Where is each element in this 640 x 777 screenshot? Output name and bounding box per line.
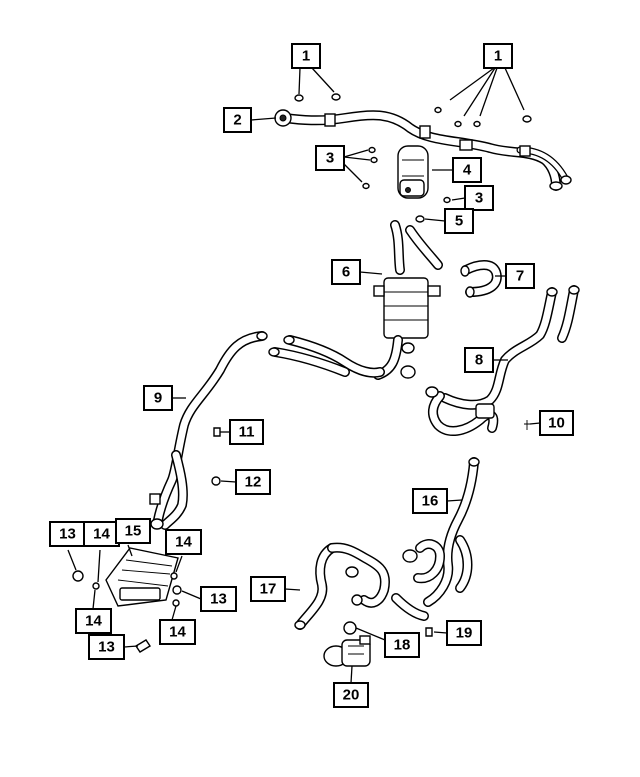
callout-label: 14 <box>93 526 110 543</box>
fasteners-11-12 <box>211 427 221 486</box>
lower-hoses-16-17 <box>294 457 480 637</box>
callout-14-top-right: 14 <box>165 529 202 555</box>
callout-4: 4 <box>452 157 482 183</box>
callout-15: 15 <box>115 518 151 544</box>
callout-5: 5 <box>444 208 474 234</box>
callout-label: 8 <box>475 352 483 369</box>
callout-label: 14 <box>169 624 186 641</box>
right-hose-part-8 <box>425 285 580 436</box>
callout-label: 13 <box>59 526 76 543</box>
long-hose-part-9 <box>149 331 385 530</box>
callout-label: 19 <box>456 625 473 642</box>
callout-label: 7 <box>516 268 524 285</box>
callout-3-upper: 3 <box>315 145 345 171</box>
callout-label: 1 <box>302 48 310 65</box>
callout-label: 14 <box>85 613 102 630</box>
callout-label: 17 <box>260 581 277 598</box>
callout-13-right: 13 <box>200 586 237 612</box>
callout-9: 9 <box>143 385 173 411</box>
callout-label: 14 <box>175 534 192 551</box>
callout-label: 18 <box>394 637 411 654</box>
callout-label: 9 <box>154 390 162 407</box>
canister-part-4 <box>362 145 451 223</box>
callout-label: 12 <box>245 474 262 491</box>
callout-8: 8 <box>464 347 494 373</box>
upper-hose-assembly <box>274 93 572 191</box>
callout-label: 15 <box>125 523 142 540</box>
callout-6: 6 <box>331 259 361 285</box>
callout-13-left: 13 <box>49 521 86 547</box>
callout-14-top-left: 14 <box>83 521 120 547</box>
callout-label: 3 <box>326 150 334 167</box>
callout-label: 20 <box>343 687 360 704</box>
pump-part-20 <box>323 635 371 667</box>
callout-3-lower: 3 <box>464 185 494 211</box>
callout-label: 13 <box>210 591 227 608</box>
callout-label: 13 <box>98 639 115 656</box>
leader-lines <box>67 67 541 684</box>
small-hose-part-7 <box>460 260 502 298</box>
callout-1-left: 1 <box>291 43 321 69</box>
callout-17: 17 <box>250 576 286 602</box>
callout-13-bottom: 13 <box>88 634 125 660</box>
callout-14-bottom-right: 14 <box>159 619 196 645</box>
callout-label: 1 <box>494 48 502 65</box>
callout-7: 7 <box>505 263 535 289</box>
callout-label: 10 <box>548 415 565 432</box>
callout-19: 19 <box>446 620 482 646</box>
central-assembly-part-6 <box>373 220 443 380</box>
callout-10: 10 <box>539 410 574 436</box>
callout-11: 11 <box>229 419 264 445</box>
callout-label: 5 <box>455 213 463 230</box>
callout-20: 20 <box>333 682 369 708</box>
callout-label: 6 <box>342 264 350 281</box>
callout-12: 12 <box>235 469 271 495</box>
module-part-15 <box>72 547 182 653</box>
callout-16: 16 <box>412 488 448 514</box>
callout-1-right: 1 <box>483 43 513 69</box>
callout-label: 3 <box>475 190 483 207</box>
callout-label: 4 <box>463 162 472 179</box>
callout-label: 16 <box>422 493 439 510</box>
callout-2: 2 <box>223 107 252 133</box>
callout-14-bottom-left: 14 <box>75 608 112 634</box>
callout-18: 18 <box>384 632 420 658</box>
callout-label: 11 <box>239 424 255 441</box>
callout-label: 2 <box>233 112 241 129</box>
